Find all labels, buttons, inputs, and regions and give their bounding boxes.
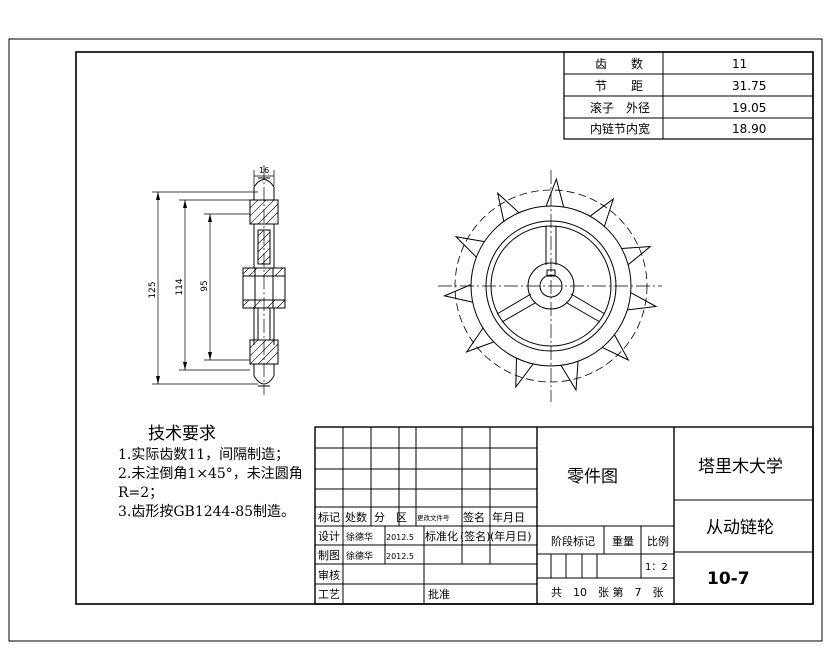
label-zhitu: 制图: [318, 549, 340, 562]
param-label-pitch: 节 距: [595, 79, 643, 93]
label-sheji: 设计: [318, 530, 340, 543]
drawing-type: 零件图: [567, 467, 618, 487]
param-label-width: 内链节内宽: [590, 121, 650, 136]
zhitu-name: 徐德华: [346, 550, 373, 562]
param-value-teeth: 11: [732, 57, 747, 71]
part-name: 从动链轮: [706, 518, 774, 538]
label-nianyueri2: (年月日): [490, 529, 532, 543]
sheji-date: 2012.5: [386, 533, 414, 542]
sheet-count: 共 10 张 第 7 张: [551, 585, 664, 599]
label-gengai: 更改文件号: [417, 513, 450, 522]
stage-label: 阶段标记: [551, 534, 595, 548]
sheji-name: 徐德华: [346, 531, 373, 543]
title-block-text: 标记 处数 分 区 更改文件号 签名 年月日 设计 徐德华 2012.5 标准化…: [318, 457, 783, 601]
param-value-width: 18.90: [732, 122, 766, 136]
param-value-roller: 19.05: [732, 101, 766, 115]
front-view: [438, 170, 662, 402]
title-block-grid: [314, 426, 814, 605]
param-label-teeth: 齿 数: [595, 56, 643, 71]
university-name: 塔里木大学: [698, 457, 783, 477]
outer-border: [8, 38, 823, 642]
tech-title: 技术要求: [148, 424, 216, 444]
tech-item-3: 3.齿形按GB1244-85制造。: [118, 504, 296, 520]
label-shenhe: 审核: [318, 568, 340, 582]
dim-outer-diameter: 125: [148, 281, 158, 298]
param-value-pitch: 31.75: [732, 79, 766, 93]
dim-hub-width: 16: [259, 166, 269, 175]
dim-inner-diameter: 95: [200, 280, 210, 291]
param-label-roller: 滚子 外径: [590, 100, 650, 115]
label-biaozhunhua: 标准化: [425, 529, 458, 543]
section-dimensions: [152, 170, 275, 385]
tech-item-2: 2.未注倒角1×45°，未注圆角R=2；: [118, 466, 303, 501]
weight-label: 重量: [612, 534, 634, 548]
label-qianming2: (签名): [460, 529, 491, 543]
scale-value: 1：2: [645, 562, 668, 573]
label-pizhun: 批准: [428, 587, 450, 601]
label-biaoji: 标记: [318, 510, 340, 524]
label-chushu: 处数: [345, 511, 367, 524]
label-qianming: 签名: [463, 510, 485, 524]
drawing-number: 10-7: [707, 569, 750, 589]
technical-requirements: 技术要求 1.实际齿数11，间隔制造； 2.未注倒角1×45°，未注圆角R=2；…: [118, 425, 303, 522]
zhitu-date: 2012.5: [386, 552, 414, 561]
label-gongyi: 工艺: [318, 588, 340, 601]
dim-pitch-diameter: 114: [175, 278, 185, 295]
section-view: [242, 165, 286, 395]
tech-item-1: 1.实际齿数11，间隔制造；: [118, 447, 290, 463]
label-fenqu: 分 区: [374, 511, 407, 524]
label-nianyueri: 年月日: [492, 510, 525, 524]
scale-label: 比例: [647, 534, 669, 548]
params-table: 齿 数 11 节 距 31.75 滚子 外径 19.05 内链节内宽 18.90: [563, 51, 814, 140]
